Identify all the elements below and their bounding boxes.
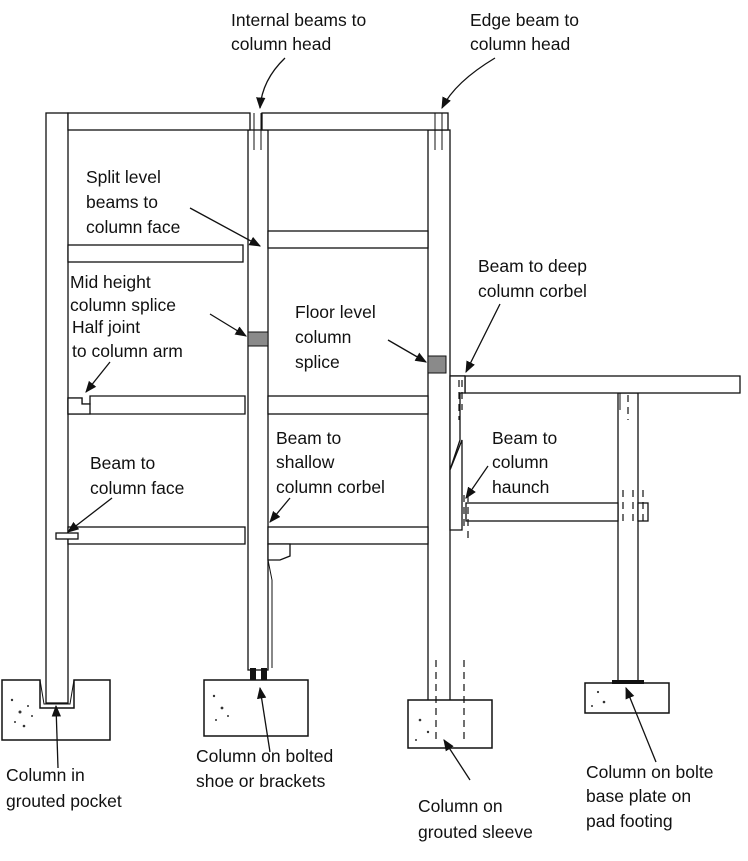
label-split-level: Split level beams to column face [86,167,180,237]
mid-beam-right [267,395,429,415]
mid-height-splice [247,331,269,347]
label-beam-column-face: Beam to column face [90,453,184,498]
grouted-sleeve-foundation [407,699,493,749]
base-plate [612,680,644,684]
column-2-taper [267,559,273,668]
column-3 [427,129,451,711]
half-joint-beam [67,395,246,415]
label-half-joint: Half joint to column arm [72,317,183,361]
label-grouted-pocket: Column in grouted pocket [6,765,122,811]
shallow-corbel [267,543,291,561]
label-mid-height-splice: Mid height column splice [70,272,176,315]
column-haunch [449,439,463,531]
column-1 [45,112,69,704]
column-4 [617,392,639,684]
split-beam-left [67,244,244,263]
lower-beam-left [67,526,246,545]
label-beam-haunch: Beam to column haunch [492,428,562,497]
label-beam-shallow-corbel: Beam to shallow column corbel [276,428,385,497]
roof-beam-right [261,112,449,131]
bolt-shoe-left [250,668,256,680]
bolted-shoe-foundation [203,679,309,737]
label-internal-beams: Internal beams to column head [231,10,371,54]
floor-level-splice [427,355,447,374]
label-bolted-shoe: Column on bolted shoe or brackets [196,746,338,791]
pad-footing [584,682,670,714]
bolt-shoe-right [261,668,267,680]
label-grouted-sleeve: Column on grouted sleeve [418,796,533,842]
roof-beam-left [67,112,251,131]
label-edge-beam: Edge beam to column head [470,10,584,54]
label-floor-level-splice: Floor level column splice [295,302,381,372]
pocket-grout [39,679,75,705]
column-2 [247,129,269,671]
label-beam-deep-corbel: Beam to deep column corbel [478,256,592,301]
edge-floor-beam [464,375,741,394]
split-beam-right [267,230,429,249]
label-bolted-base-plate: Column on bolte base plate on pad footin… [586,762,718,831]
half-joint-arm [67,397,91,415]
lower-beam-right [465,502,619,522]
beam-seat-cleat [55,532,79,540]
lower-beam-mid [267,526,429,545]
concrete-speckle [10,690,606,741]
